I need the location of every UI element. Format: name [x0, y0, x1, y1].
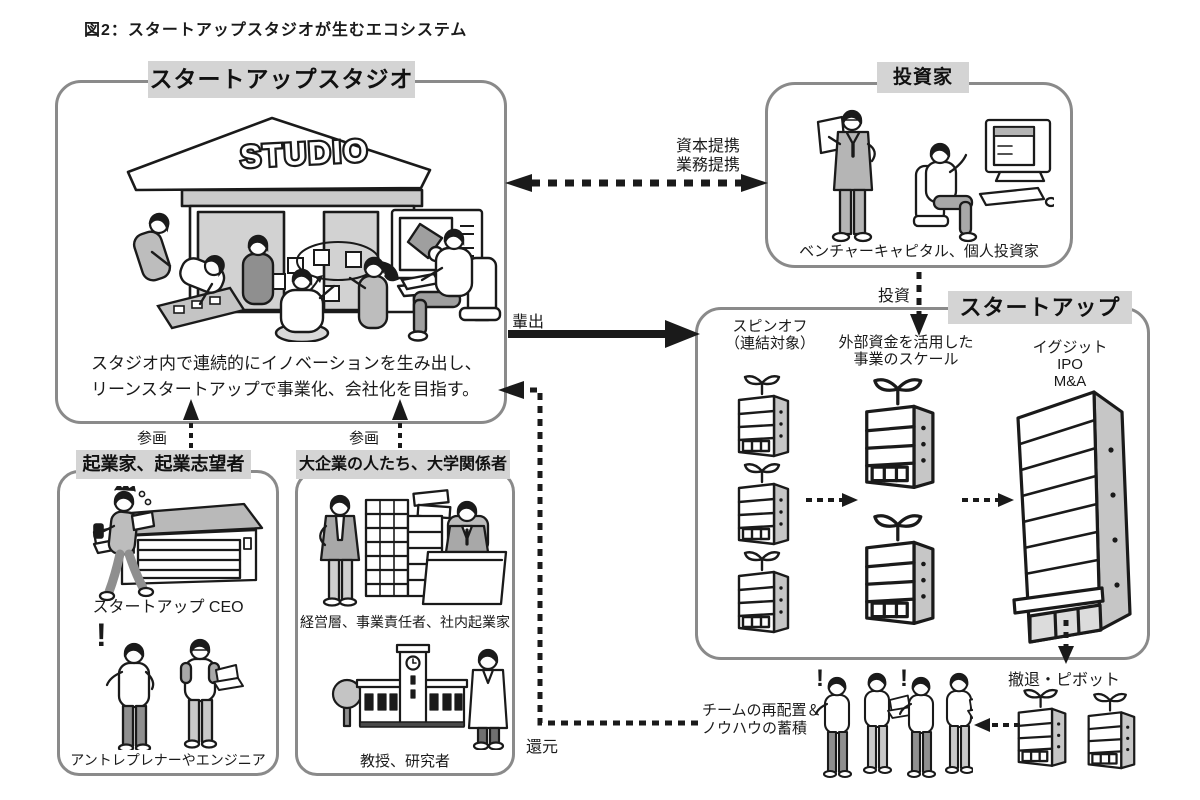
return-label: 還元 — [526, 739, 559, 756]
investors-illustration — [816, 109, 1054, 243]
studio-header: スタートアップスタジオ — [148, 61, 415, 98]
team-member-4 — [944, 672, 973, 775]
join-left-label: 参画 — [137, 430, 168, 447]
exit-line3: M&A — [1053, 373, 1087, 390]
startup-header: スタートアップ — [948, 291, 1132, 324]
engineers-exclamation: ! — [96, 617, 107, 653]
studio-description-line1: スタジオ内で連続的にイノベーションを生み出し、 — [91, 354, 482, 373]
team-exclamation-2: ! — [900, 665, 908, 692]
engineer-1 — [105, 642, 155, 750]
garage — [106, 502, 264, 586]
ceo-person — [93, 486, 156, 602]
exec-caption: 経営層、事業責任者、社内起業家 — [300, 614, 510, 630]
withdraw-label: 撤退・ピボット — [1008, 672, 1121, 689]
spinoff-label: スピンオフ （連結対象） — [705, 318, 835, 352]
team-member-3 — [898, 676, 937, 779]
spinoff-line1: スピンオフ — [732, 318, 808, 335]
investor-computer — [978, 118, 1054, 208]
investment-label: 投資 — [878, 288, 911, 305]
scale-building-2 — [865, 514, 935, 626]
ceo-garage-illustration — [92, 486, 264, 602]
team-exclamation-1: ! — [816, 665, 824, 692]
ceo-caption: スタートアップ CEO — [92, 599, 244, 616]
join-right-label: 参画 — [349, 430, 380, 447]
investors-caption: ベンチャーキャピタル、個人投資家 — [799, 243, 1039, 260]
spawn-label: 輩出 — [512, 314, 545, 331]
studio-description-line2: リーンスタートアップで事業化、会社化を目指す。 — [91, 380, 480, 399]
professor-caption: 教授、研究者 — [359, 753, 450, 770]
alliance-label: 資本提携 業務提携 — [663, 137, 753, 175]
corporate-illustration — [319, 489, 508, 607]
studio-description: スタジオ内で連続的にイノベーションを生み出し、 リーンスタートアップで事業化、会… — [91, 351, 482, 403]
spinoff-line2: （連結対象） — [724, 335, 815, 352]
spinoff-building-2 — [737, 463, 790, 546]
exit-tower — [1012, 390, 1132, 644]
return-arrow — [498, 381, 698, 726]
startup-buildings-illustration — [737, 375, 1132, 644]
alliance-label-line1: 資本提携 — [675, 138, 740, 155]
engineers-illustration: ! — [96, 617, 245, 750]
investors-header: 投資家 — [877, 62, 969, 93]
alliance-arrow — [505, 174, 768, 192]
redeploy-label-line1: チームの再配置＆ — [702, 702, 822, 719]
scale-label: 外部資金を活用した 事業のスケール — [838, 334, 974, 368]
spinoff-building-1 — [737, 375, 790, 458]
exit-line1: イグジット — [1032, 339, 1108, 356]
investor-standing — [816, 109, 876, 243]
withdrawn-buildings-illustration — [1017, 688, 1136, 770]
team-illustration: ! ! — [814, 665, 973, 779]
investor-seated — [912, 142, 978, 243]
executive-at-desk — [421, 500, 508, 606]
studio-sign-text: STUDIO — [239, 133, 370, 175]
university-illustration — [331, 643, 509, 750]
professor — [467, 648, 509, 750]
scale-building-1 — [865, 378, 935, 490]
studio-scene-illustration: STUDIO — [126, 116, 502, 342]
university-building — [355, 643, 469, 728]
withdrawn-building-2 — [1087, 692, 1136, 770]
scale-line1: 外部資金を活用した — [838, 334, 974, 351]
studio-people — [132, 210, 502, 342]
entrepreneurs-header: 起業家、起業志望者 — [76, 450, 251, 479]
withdrawn-building-1 — [1017, 688, 1067, 767]
corporate-person — [319, 494, 361, 607]
figure-title: 図2：スタートアップスタジオが生むエコシステム — [84, 22, 468, 39]
engineer-2 — [179, 638, 245, 749]
scale-line2: 事業のスケール — [853, 351, 959, 368]
alliance-label-line2: 業務提携 — [675, 157, 740, 174]
exit-line2: IPO — [1057, 356, 1083, 373]
redeploy-label-line2: ノウハウの蓄積 — [702, 720, 808, 737]
team-member-1 — [814, 676, 853, 779]
corporate-header: 大企業の人たち、大学関係者 — [296, 450, 510, 479]
redeploy-label: チームの再配置＆ ノウハウの蓄積 — [702, 702, 822, 738]
spinoff-building-3 — [737, 551, 790, 634]
exit-label: イグジット IPO M&A — [1012, 339, 1128, 390]
engineers-caption: アントレプレナーやエンジニア — [70, 752, 266, 768]
team-member-2 — [862, 672, 916, 775]
